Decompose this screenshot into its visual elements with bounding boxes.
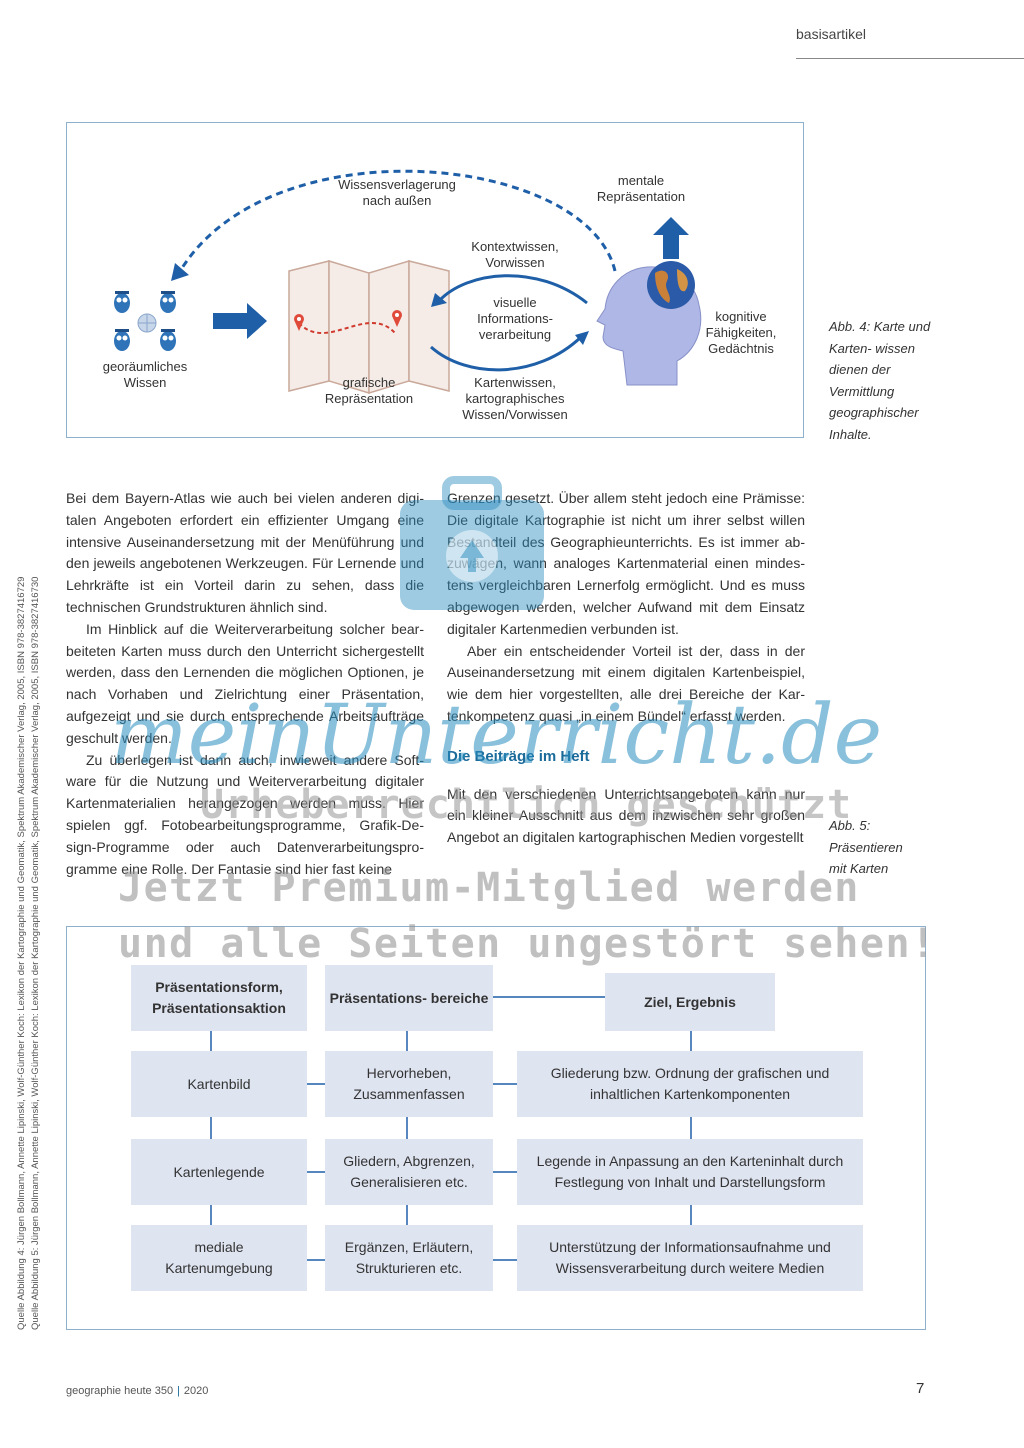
dashed-arc-arrow <box>177 169 617 274</box>
issue-number: 350 <box>154 1385 174 1397</box>
header-cell-areas: Präsentations- bereiche <box>325 965 493 1031</box>
map-route-line <box>298 322 396 334</box>
label-map-knowledge: Kartenwissen, kartographisches Wissen/Vo… <box>462 375 568 422</box>
up-arrow <box>653 217 689 259</box>
watermark-copyright: Urheberrechtlich geschützt <box>200 782 853 828</box>
label-geo-knowledge: georäumliches Wissen <box>102 359 188 390</box>
footer-divider: | <box>177 1385 180 1397</box>
upper-curved-arrow <box>437 274 588 305</box>
body-right-column: Grenzen gesetzt. Über allem steht jedoch… <box>447 488 805 849</box>
label-context-knowledge: Kontextwissen, Vorwissen <box>471 239 559 270</box>
footer-journal: geographie heute 350|2020 <box>66 1385 208 1397</box>
section-label: basisartikel <box>796 26 867 42</box>
page-number: 7 <box>916 1380 925 1397</box>
paragraph: Aber ein entscheidender Vorteil ist der,… <box>447 642 805 724</box>
cell-areas: Gliedern, Abgrenzen, Generalisieren etc. <box>325 1139 493 1205</box>
header-cell-goal: Ziel, Ergebnis <box>605 973 775 1031</box>
paragraph: Im Hinblick auf die Weiterverarbeitung s… <box>66 620 424 746</box>
folded-map-icon <box>288 259 450 395</box>
cell-goal: Legende in Anpassung an den Karteninhalt… <box>517 1139 863 1205</box>
paragraph: Bei dem Bayern-Atlas wie auch bei vielen… <box>66 490 424 615</box>
thick-right-arrow <box>213 303 267 339</box>
watermark-brand: meinUnterricht.de <box>110 688 883 783</box>
issue-year: 2020 <box>183 1385 209 1397</box>
upper-curved-arrowhead <box>431 293 447 307</box>
cell-form: mediale Kartenumgebung <box>131 1225 307 1291</box>
figure-4-diagram <box>114 169 702 395</box>
label-graphic-representation: grafische Repräsentation <box>324 375 414 406</box>
figure-4-frame: georäumliches Wissen grafische Repräsent… <box>66 122 804 438</box>
figure-5-caption: Abb. 5: Präsentieren mit Karten <box>829 818 903 876</box>
lower-curved-arrowhead <box>575 331 589 345</box>
map-pin-icon-left <box>294 314 304 331</box>
owl-icons-cluster <box>114 291 176 351</box>
lower-curved-arrow <box>430 335 583 372</box>
label-cognitive-abilities: kognitive Fähigkeiten, Gedächtnis <box>705 309 777 356</box>
label-visual-processing: visuelle Informations- verarbeitung <box>477 295 553 342</box>
paragraph: Mit den verschiedenen Unterrichtsangebot… <box>447 785 805 846</box>
cell-areas: Hervorheben, Zusammenfassen <box>325 1051 493 1117</box>
cell-areas: Ergänzen, Erläutern, Strukturieren etc. <box>325 1225 493 1291</box>
journal-name: geographie heute <box>66 1385 152 1397</box>
watermark-premium-line-1: Jetzt Premium-Mitglied werden <box>118 865 860 911</box>
dashed-arc-arrowhead <box>171 263 189 281</box>
source-note-figure-5: Quelle Abbildung 5: Jürgen Bollmann, Ann… <box>30 576 41 1330</box>
cell-goal: Gliederung bzw. Ordnung der grafischen u… <box>517 1051 863 1117</box>
watermark-premium: Jetzt Premium-Mitglied werden und alle S… <box>118 860 937 972</box>
header-cell-form: Präsentationsform, Präsentationsaktion <box>131 965 307 1031</box>
figure-5-connectors <box>210 996 692 1261</box>
label-knowledge-shift: Wissensverlagerung nach außen <box>338 177 456 208</box>
cell-form: Kartenlegende <box>131 1139 307 1205</box>
paragraph: Zu überlegen ist dann auch, inwieweit an… <box>66 751 424 877</box>
figure-4-caption: Abb. 4: Karte und Karten- wissen dienen … <box>829 319 931 442</box>
label-mental-representation: mentale Repräsentation <box>596 173 686 204</box>
section-heading: Die Beiträge im Heft <box>447 747 590 765</box>
figure-5-frame: Präsentationsform, Präsentationsaktion P… <box>66 926 926 1330</box>
header-rule <box>796 58 1024 59</box>
watermark-premium-line-2: und alle Seiten ungestört sehen! <box>118 921 937 967</box>
cell-form: Kartenbild <box>131 1051 307 1117</box>
source-note-figure-4: Quelle Abbildung 4: Jürgen Bollmann, Ann… <box>16 576 27 1330</box>
paragraph: Grenzen gesetzt. Über allem steht jedoch… <box>447 490 805 637</box>
map-pin-icon-right <box>392 310 402 327</box>
globe-icon <box>647 261 695 309</box>
briefcase-watermark-icon <box>400 476 544 610</box>
cell-goal: Unterstützung der Informationsaufnahme u… <box>517 1225 863 1291</box>
body-left-column: Bei dem Bayern-Atlas wie auch bei vielen… <box>66 488 424 880</box>
